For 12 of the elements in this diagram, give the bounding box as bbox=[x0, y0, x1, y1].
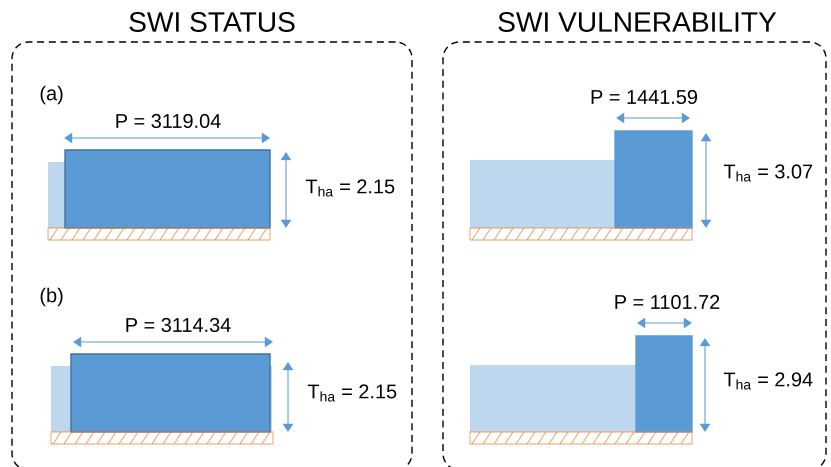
panel-heading: SWI VULNERABILITY bbox=[498, 12, 776, 32]
panel-heading: SWI STATUS bbox=[129, 12, 295, 32]
dimension-label: T$_{ha}$ = 3.07 bbox=[724, 164, 812, 182]
dimension-label: T$_{ha}$ = 2.15 bbox=[306, 179, 394, 197]
dimension-label: T$_{ha}$ = 2.94 bbox=[724, 372, 813, 390]
dimension-label: P = 1441.59 bbox=[592, 90, 698, 104]
dimension-label: P = 1101.72 bbox=[615, 294, 720, 310]
dimension-label: T$_{ha}$ = 2.15 bbox=[308, 384, 396, 402]
panel-letter: (b) bbox=[40, 288, 63, 306]
dimension-label: P = 3119.04 bbox=[116, 114, 221, 128]
panel-letter: (a) bbox=[40, 86, 63, 104]
dimension-label: P = 3114.34 bbox=[126, 318, 231, 332]
